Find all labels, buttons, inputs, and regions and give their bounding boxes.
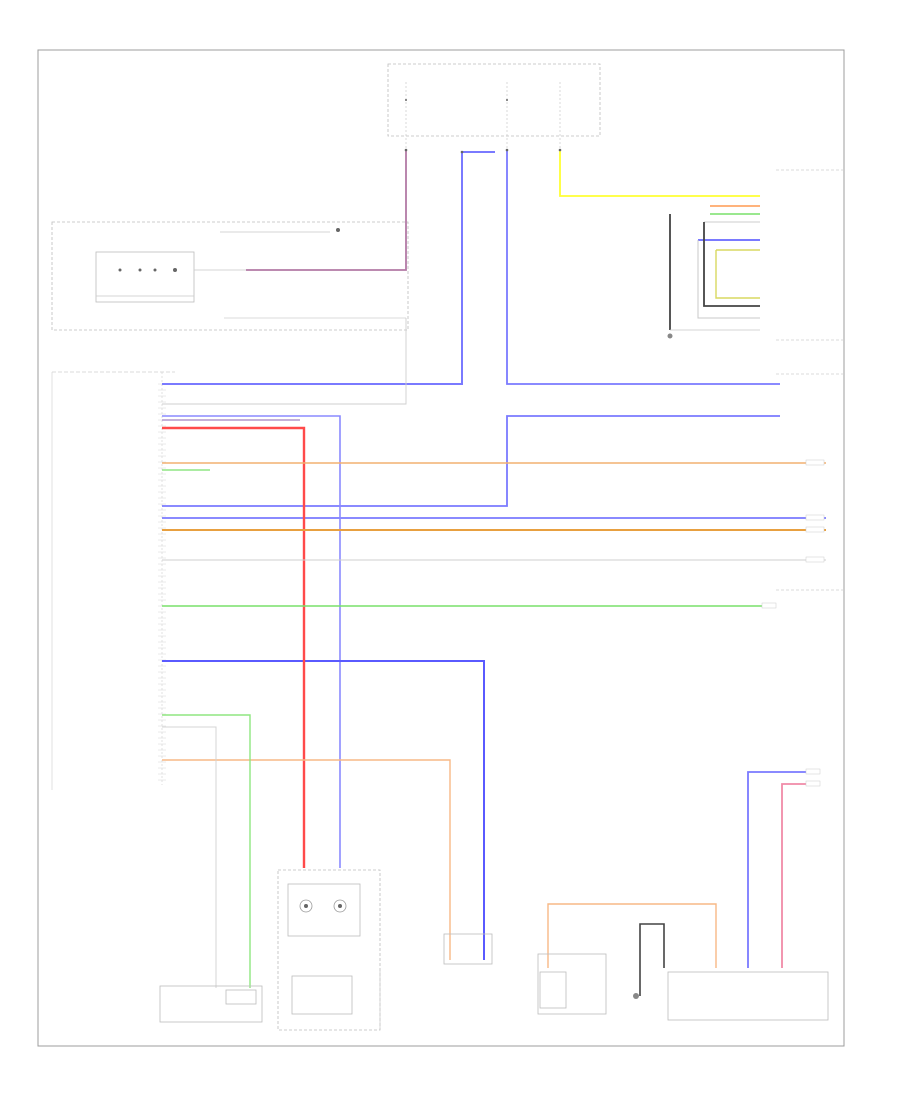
wire-orange-right <box>547 903 717 968</box>
instrument-cluster <box>51 221 409 331</box>
occupant-classification-sensor <box>379 933 493 1030</box>
pt-seat-sensor <box>537 953 607 1015</box>
driver-seat-belt <box>667 971 829 1021</box>
wire-blue-down <box>162 415 341 868</box>
ground-top <box>667 333 673 339</box>
ground-mid <box>633 923 665 999</box>
wire-blue-mid <box>162 415 780 507</box>
junction-dots <box>404 148 562 154</box>
right-connectors <box>761 459 825 787</box>
wire-blue-right <box>506 150 780 385</box>
occupant-switch-wires <box>669 205 760 331</box>
fuse-box <box>387 63 601 150</box>
wire-blue-top <box>162 151 495 385</box>
srs-module <box>51 371 175 790</box>
wire-red <box>162 426 306 868</box>
wire-orange-lower <box>162 759 451 960</box>
wire-pink-right <box>781 783 808 968</box>
pass-seat-belt-lower <box>159 985 263 1023</box>
diagram-frame <box>37 49 845 1047</box>
wire-blue-rightdrop <box>747 771 808 968</box>
wire-yellow <box>559 150 760 197</box>
wire-purple <box>246 150 407 271</box>
wire-green-lower <box>162 714 251 988</box>
wire-gray-2 <box>162 726 217 988</box>
wire-blue-lower <box>162 660 485 960</box>
buckle-switch <box>277 869 381 1031</box>
wire-gray-3 <box>162 318 407 405</box>
